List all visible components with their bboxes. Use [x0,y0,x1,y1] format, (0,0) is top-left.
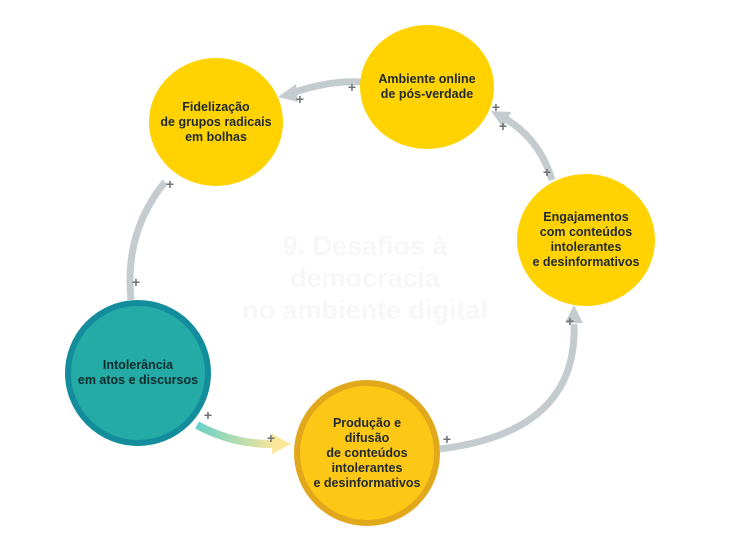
node-producao-label: Produção e difusão de conteúdos intolera… [313,415,421,490]
arrow-ambiente-to-fidelizacao [290,78,363,97]
arrow-producao-to-engajamentos [439,323,578,453]
node-producao: Produção e difusão de conteúdos intolera… [294,380,440,526]
arrow-intolerancia-to-producao [195,421,277,449]
plus-sign-1: + [347,79,357,95]
arrowhead-fidelizacao [278,84,298,102]
plus-sign-10: + [266,430,276,446]
arrow-fidelizacao-to-intolerancia [126,179,168,301]
arrowhead-producao [272,434,291,454]
plus-sign-2: + [295,91,305,107]
plus-sign-11: + [442,431,452,447]
plus-sign-8: + [565,313,575,329]
background-title: 9. Desafios à democracia no ambiente dig… [241,231,489,325]
node-fidelizacao-label: Fidelização de grupos radicais em bolhas [160,99,272,144]
plus-sign-5: + [542,164,552,180]
arrowhead-ambiente [491,111,511,128]
node-ambiente-label: Ambiente online de pós-verdade [378,72,476,101]
plus-sign-7: + [131,274,141,290]
node-engajamentos: Engajamentos com conteúdos intolerantes … [517,174,655,306]
arrow-engajamentos-to-ambiente [504,116,556,182]
node-intolerancia: Intolerância em atos e discursos [65,300,211,446]
arrowhead-engajamentos [565,305,583,323]
plus-sign-9: + [203,407,213,423]
node-fidelizacao: Fidelização de grupos radicais em bolhas [149,58,283,186]
plus-sign-6: + [165,176,175,192]
node-engajamentos-label: Engajamentos com conteúdos intolerantes … [532,210,640,269]
node-ambiente: Ambiente online de pós-verdade [360,25,494,149]
plus-sign-4: + [498,118,508,134]
node-intolerancia-label: Intolerância em atos e discursos [77,358,199,387]
plus-sign-3: + [491,99,501,115]
